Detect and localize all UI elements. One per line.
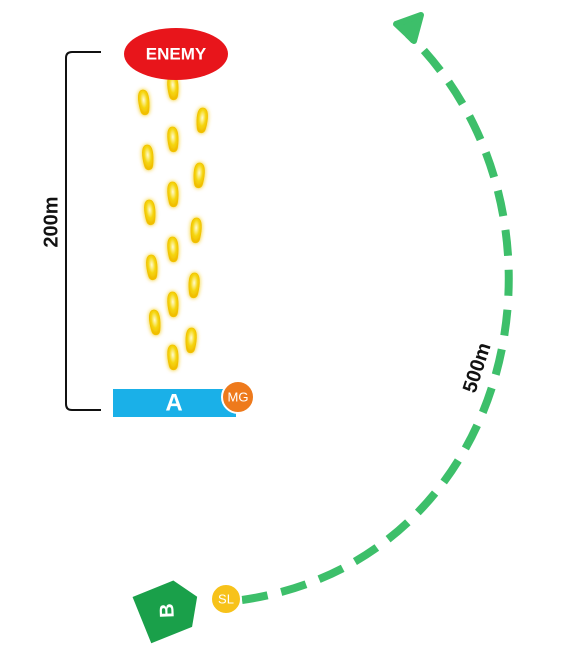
mg-badge-label: MG [228, 389, 249, 404]
unit-b-marker [132, 580, 198, 644]
tracer-round [167, 181, 179, 208]
tracer-round [148, 309, 161, 336]
tracer-round [144, 199, 156, 226]
sl-badge: SL [210, 583, 242, 615]
tracer-round [146, 254, 158, 281]
enemy-marker [124, 28, 228, 80]
tracer-round [167, 344, 179, 371]
tracer-round [137, 89, 150, 116]
tracer-round [167, 291, 179, 318]
unit-a: A [113, 389, 236, 417]
tracer-round [185, 327, 197, 354]
unit-b: B [132, 580, 198, 644]
tracer-round [142, 144, 154, 171]
mg-badge: MG [221, 380, 255, 414]
tracer-round [193, 162, 205, 189]
unit-a-label: A [165, 389, 182, 416]
tracer-round [167, 126, 179, 153]
tracer-round [196, 107, 208, 134]
tracer-round [188, 272, 200, 299]
tracer-round [167, 74, 179, 101]
tracer-fire [137, 74, 208, 371]
tracer-round [190, 217, 202, 244]
distance-bracket: 200m [40, 51, 101, 411]
unit-a-marker [113, 389, 236, 417]
enemy-label: ENEMY [146, 44, 207, 63]
enemy-position: ENEMY [124, 28, 228, 80]
route-arrowhead [393, 12, 424, 44]
sl-badge-label: SL [218, 591, 234, 606]
flank-route: 500m [241, 12, 513, 604]
bracket-distance-label: 200m [40, 196, 62, 247]
tracer-round [167, 236, 179, 263]
route-distance-label: 500m [459, 340, 496, 395]
unit-b-label: B [156, 603, 178, 618]
